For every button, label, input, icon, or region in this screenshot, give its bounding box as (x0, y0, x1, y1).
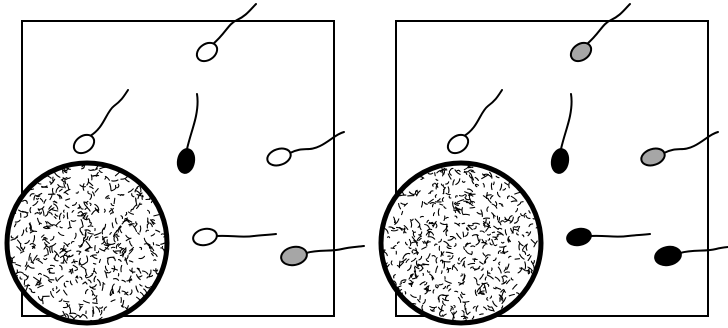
sperm-tail (215, 233, 277, 238)
sperm-top (195, 3, 257, 63)
sperm-tail (560, 93, 573, 150)
sperm-lower-right (654, 245, 728, 267)
sperm-head-gray (640, 147, 666, 167)
panel-frame (21, 20, 335, 317)
sperm-right (266, 131, 345, 167)
sperm-head-white (72, 133, 96, 155)
sperm-upper-left (72, 89, 129, 155)
sperm-head-white (192, 227, 218, 247)
right-panel (378, 3, 728, 326)
egg-texture (8, 164, 166, 322)
sperm-lower-right (280, 245, 365, 267)
sperm-head-white (446, 133, 470, 155)
sperm-lower-middle (192, 227, 277, 247)
left-panel (4, 3, 365, 326)
sperm-head-gray (280, 245, 308, 267)
sperm-head-black (566, 227, 592, 247)
sperm-tail (186, 93, 199, 150)
egg-cell (378, 160, 544, 326)
sperm-head-black (654, 245, 682, 267)
sperm-tail (589, 233, 651, 238)
sperm-tail (305, 245, 365, 254)
sperm-tail (89, 89, 129, 137)
sperm-tail (463, 89, 503, 137)
sperm-upper-left (446, 89, 503, 155)
sperm-head-white (195, 41, 219, 63)
panel-frame (395, 20, 709, 317)
sperm-head-white (266, 147, 292, 167)
sperm-center (176, 93, 199, 174)
sperm-tail (679, 246, 728, 254)
sperm-head-black (550, 148, 570, 174)
egg-cell (4, 160, 170, 326)
sperm-tail (289, 131, 345, 154)
sperm-head-black (176, 148, 196, 174)
sperm-head-gray (569, 41, 593, 63)
sperm-top (569, 3, 631, 63)
sperm-center (550, 93, 573, 174)
sperm-right (640, 131, 719, 167)
sperm-lower-middle (566, 227, 651, 247)
sperm-tail (663, 131, 719, 154)
sperm-tail (212, 3, 257, 45)
sperm-tail (586, 3, 631, 45)
